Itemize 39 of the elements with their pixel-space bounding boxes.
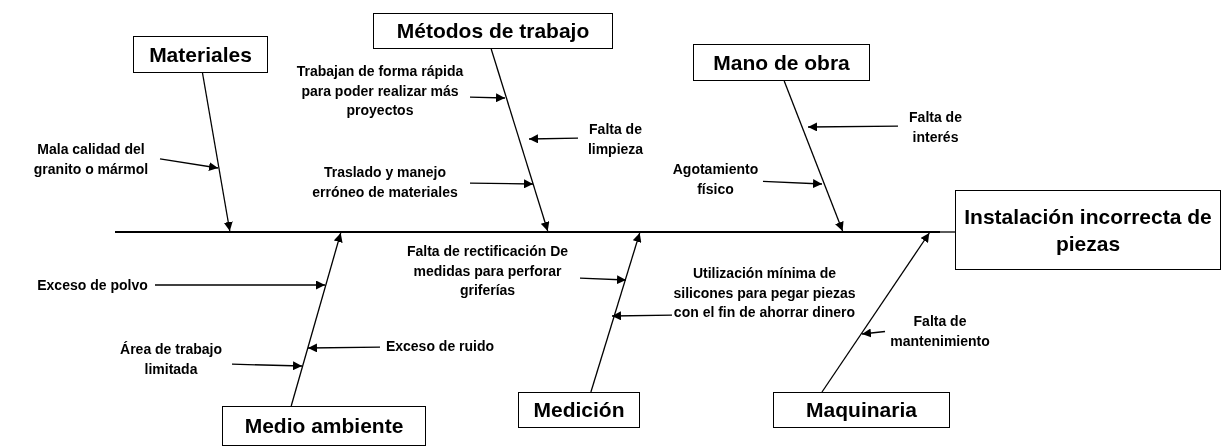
cause-text: Falta de mantenimiento	[885, 312, 995, 352]
category-box: Métodos de trabajo	[373, 13, 613, 49]
arrow	[159, 158, 219, 172]
bone-arrow	[490, 48, 550, 232]
effect-box: Instalación incorrecta de piezas	[955, 190, 1221, 270]
bone-arrow	[590, 232, 642, 393]
arrow	[762, 179, 823, 189]
arrow	[154, 280, 326, 290]
arrow	[611, 311, 673, 321]
bone-arrow	[290, 232, 343, 407]
cause-text: Traslado y manejo erróneo de materiales	[300, 163, 470, 203]
category-box: Medio ambiente	[222, 406, 426, 446]
cause-text: Falta de rectificación De medidas para perforar griferías	[395, 242, 580, 301]
cause-text: Área de trabajo limitada	[110, 340, 232, 380]
arrow	[579, 275, 627, 285]
arrow	[307, 343, 381, 353]
connector-line	[939, 231, 956, 233]
arrow	[231, 361, 303, 371]
spine-line	[115, 231, 940, 233]
cause-text: Falta de limpieza	[578, 120, 653, 160]
cause-text: Trabajan de forma rápida para poder realizar más proyectos	[290, 62, 470, 121]
cause-text: Mala calidad del granito o mármol	[22, 140, 160, 180]
bone-arrow	[821, 232, 930, 393]
arrow	[861, 328, 886, 338]
category-box: Materiales	[133, 36, 268, 73]
cause-text: Exceso de ruido	[380, 337, 500, 357]
category-box: Mano de obra	[693, 44, 870, 81]
cause-text: Utilización mínima de silicones para pegar piezas con el fin de ahorrar dinero	[672, 264, 857, 323]
category-box: Maquinaria	[773, 392, 950, 428]
cause-text: Exceso de polvo	[30, 276, 155, 296]
arrow	[469, 179, 534, 189]
arrow	[528, 134, 579, 144]
cause-text: Agotamiento físico	[668, 160, 763, 200]
bone-arrow	[783, 80, 844, 232]
cause-text: Falta de interés	[898, 108, 973, 148]
arrow	[807, 122, 899, 132]
bone-arrow	[201, 72, 233, 232]
category-box: Medición	[518, 392, 640, 428]
arrow	[469, 93, 506, 103]
